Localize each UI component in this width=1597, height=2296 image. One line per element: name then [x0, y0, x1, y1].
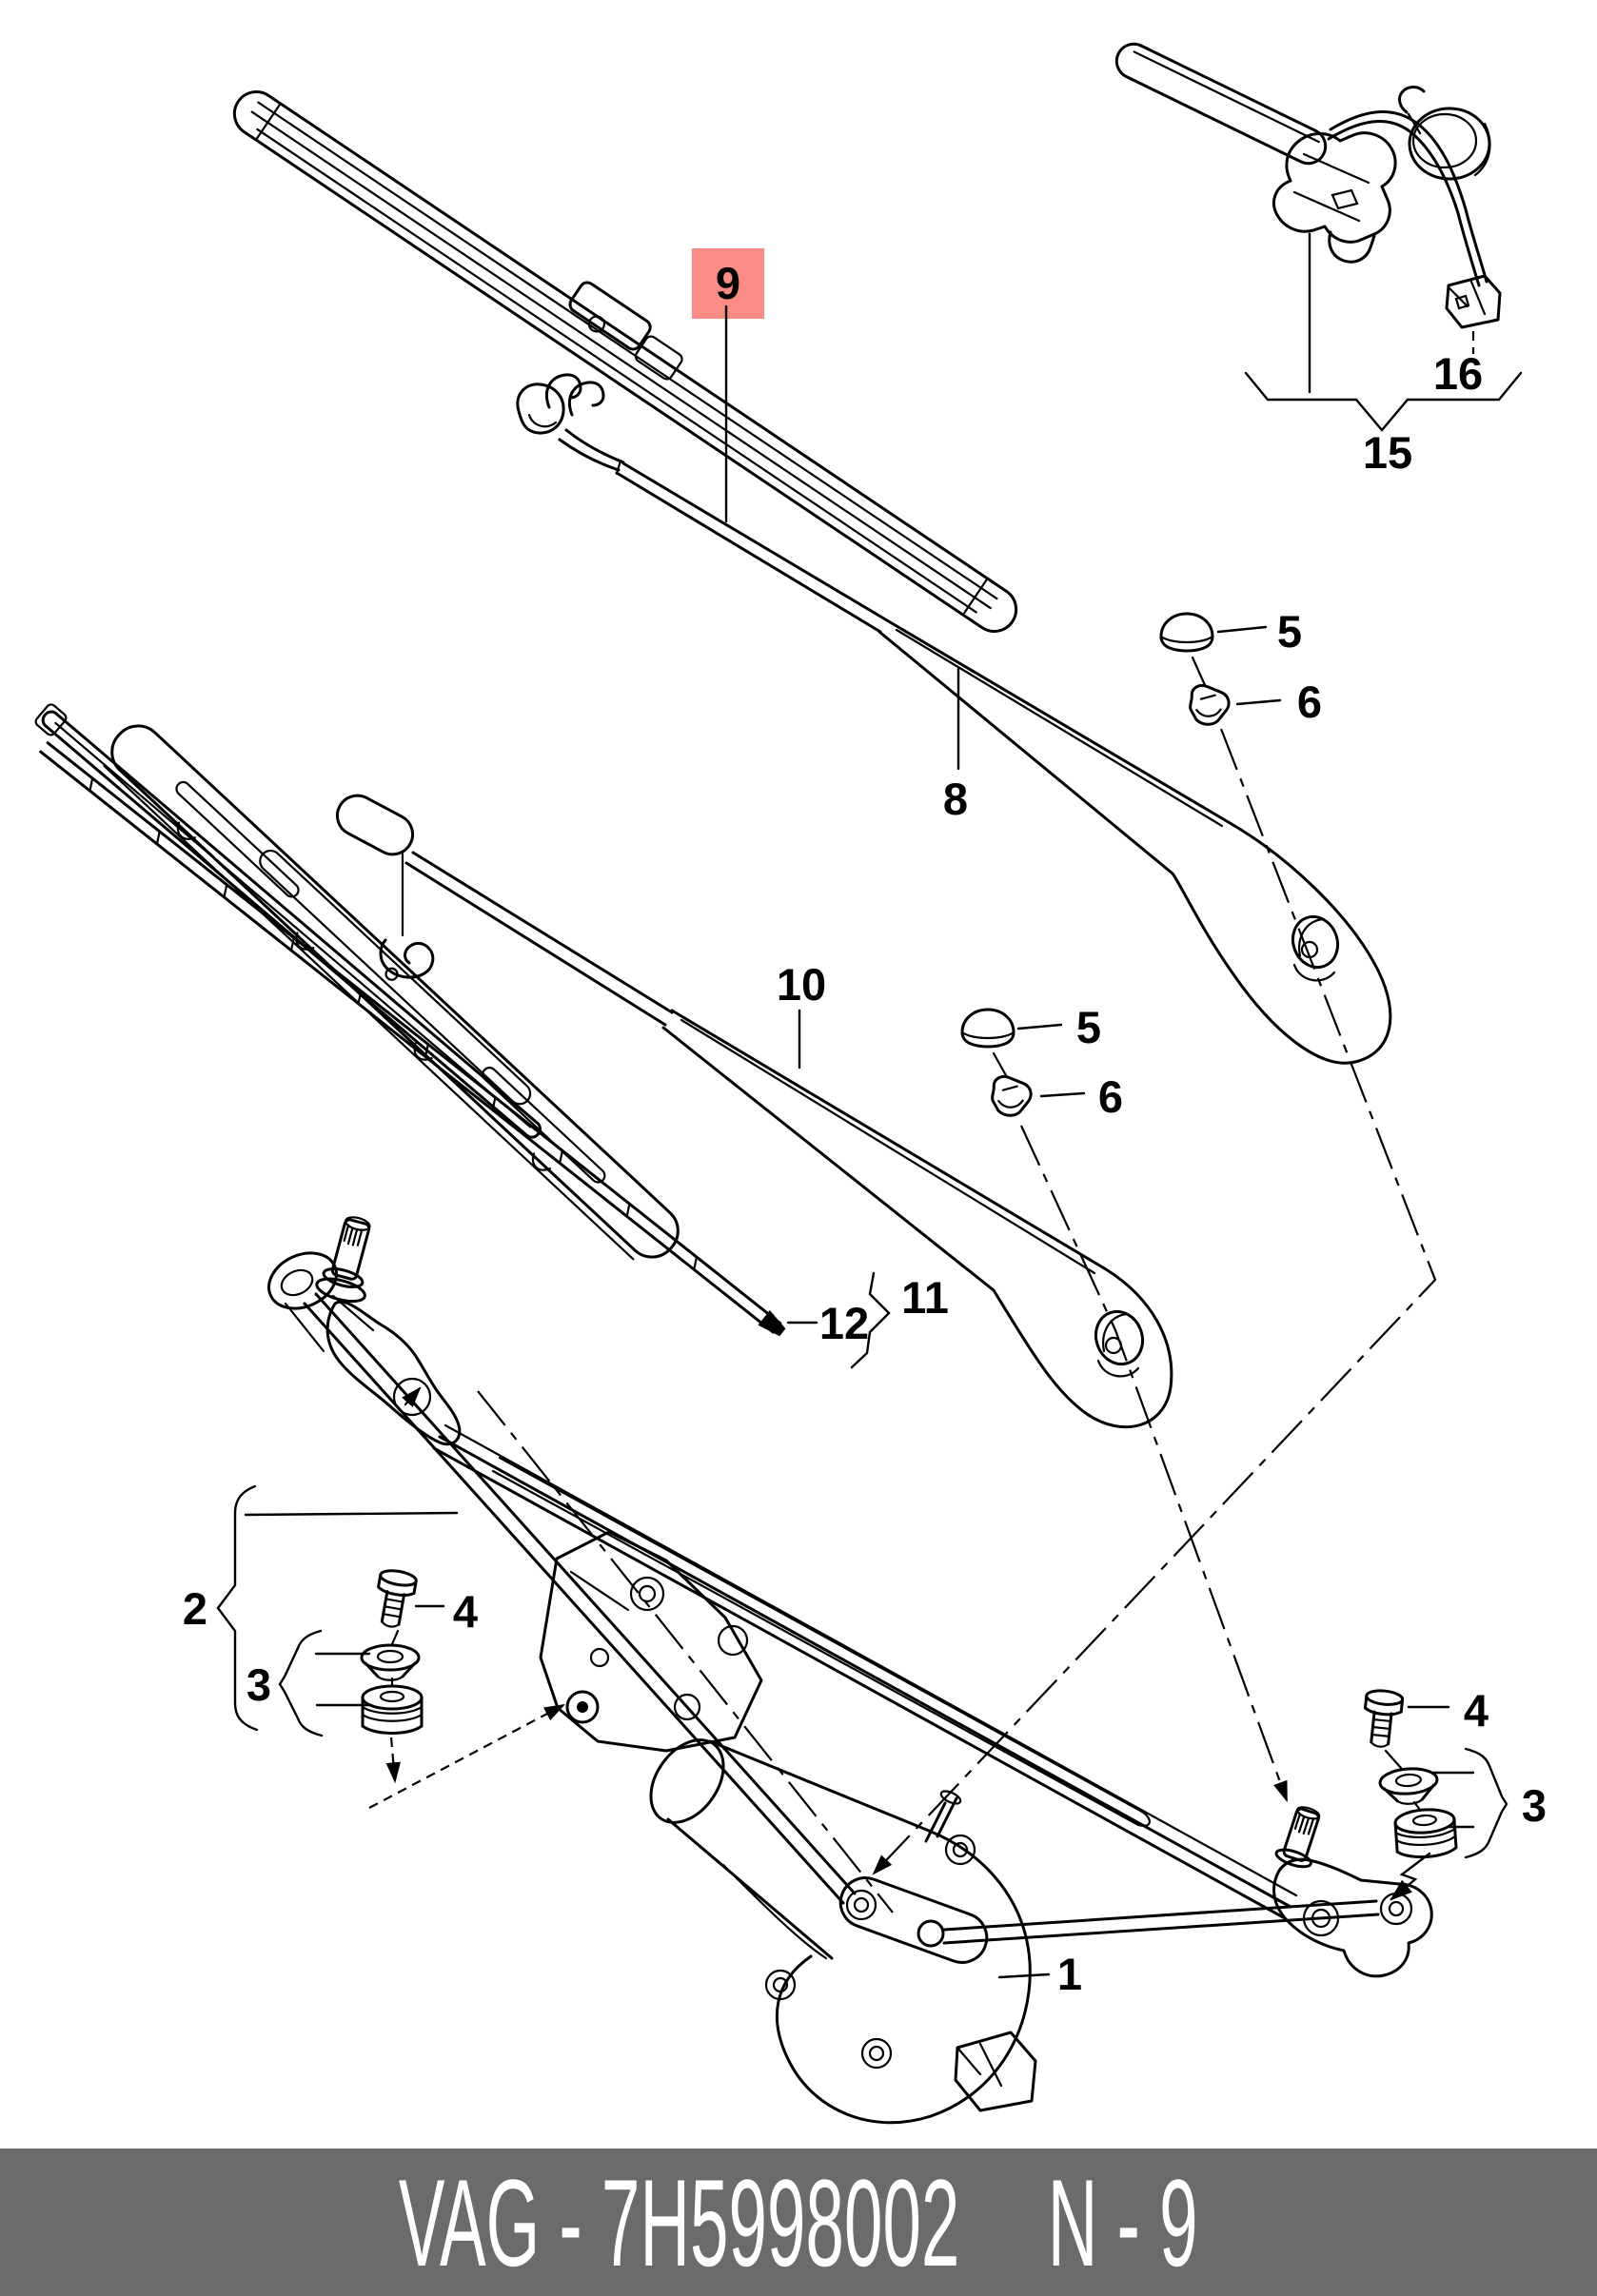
spindle-cap-a — [1159, 612, 1214, 653]
blade-adapter — [568, 281, 652, 351]
grommet-right — [1392, 1806, 1459, 1861]
axis-leader — [368, 1703, 565, 1809]
footer-bar: VAG - 7H5998002 N - 9 — [0, 2149, 1597, 2296]
mount-bolt-right — [1359, 1687, 1405, 1751]
svg-text:3: 3 — [246, 1659, 271, 1710]
callout-5a[interactable]: 5 — [1216, 606, 1302, 657]
washer-right — [1377, 1765, 1441, 1808]
wiring-connector — [1445, 274, 1502, 329]
svg-text:11: 11 — [901, 1272, 949, 1323]
spindle-nut-b — [988, 1073, 1035, 1120]
svg-text:3: 3 — [1522, 1780, 1547, 1831]
motor-connector — [954, 2031, 1037, 2112]
svg-text:8: 8 — [943, 774, 968, 824]
callout-2[interactable]: 2 — [183, 1484, 459, 1732]
callout-11[interactable]: 11 — [850, 1271, 949, 1369]
callout-6b[interactable]: 6 — [1039, 1071, 1123, 1122]
callout-3b[interactable]: 3 — [1431, 1747, 1547, 1859]
axis-line — [1412, 1800, 1422, 1812]
left-spindle — [315, 1216, 371, 1304]
aero-wiper-blade — [232, 90, 1018, 633]
wiper-arm-8 — [516, 373, 1392, 1065]
svg-text:5: 5 — [1076, 1002, 1101, 1052]
callout-5b[interactable]: 5 — [1016, 1002, 1101, 1052]
break-arrow — [1390, 1852, 1431, 1901]
svg-text:1: 1 — [1057, 1949, 1082, 1999]
right-spindle — [1274, 1806, 1321, 1869]
callout-9-label: 9 — [716, 258, 740, 308]
wiper-motor — [649, 1738, 1037, 2125]
callout-15[interactable]: 15 — [1244, 232, 1523, 478]
page-ref: N - 9 — [1048, 2152, 1198, 2292]
svg-text:12: 12 — [819, 1298, 869, 1348]
part-code: VAG - 7H5998002 — [399, 2152, 960, 2292]
highlight-box — [692, 248, 764, 319]
callout-6a[interactable]: 6 — [1235, 677, 1322, 727]
callout-10[interactable]: 10 — [777, 959, 826, 1070]
callout-1[interactable]: 1 — [997, 1949, 1082, 1999]
callout-12[interactable]: 12 — [786, 1298, 869, 1348]
svg-text:15: 15 — [1363, 427, 1412, 478]
spindle-cap-b — [960, 1008, 1015, 1049]
svg-text:10: 10 — [777, 959, 826, 1010]
axis-leader — [385, 1737, 401, 1784]
stalk-end-knob — [1398, 86, 1491, 181]
washer-left — [360, 1643, 421, 1682]
axis-leader — [477, 1390, 894, 1913]
mount-bolt-left — [370, 1566, 419, 1632]
svg-text:4: 4 — [453, 1586, 478, 1637]
axis-line — [1384, 1749, 1403, 1770]
column-stalk-switch — [1114, 42, 1502, 329]
svg-text:6: 6 — [1098, 1071, 1123, 1122]
wiper-arm-10 — [335, 794, 1173, 1429]
axis-line — [1191, 656, 1207, 687]
svg-text:2: 2 — [183, 1583, 207, 1634]
svg-text:4: 4 — [1464, 1685, 1489, 1736]
wiper-blade-refill — [39, 741, 786, 1337]
mount-axis-leader — [1020, 1125, 1289, 1803]
svg-text:16: 16 — [1433, 348, 1483, 399]
grommet-left — [361, 1684, 424, 1735]
svg-text:5: 5 — [1277, 606, 1302, 657]
highlight-callout-9[interactable]: 9 — [692, 248, 764, 523]
callout-8[interactable]: 8 — [943, 666, 968, 824]
motor-crank — [838, 1790, 989, 1964]
callout-3a[interactable]: 3 — [246, 1629, 373, 1737]
spindle-nut-a — [1186, 682, 1232, 729]
axis-line — [992, 1051, 1009, 1079]
axis-line — [390, 1629, 400, 1646]
wiper-linkage-frame — [267, 1216, 1433, 1978]
svg-text:6: 6 — [1297, 677, 1322, 727]
callout-4b[interactable]: 4 — [1407, 1685, 1489, 1736]
callout-4a[interactable]: 4 — [414, 1586, 478, 1637]
mount-axis-leader — [872, 728, 1437, 1875]
switch-wire — [1327, 110, 1489, 287]
callout-16[interactable]: 16 — [1433, 331, 1483, 399]
